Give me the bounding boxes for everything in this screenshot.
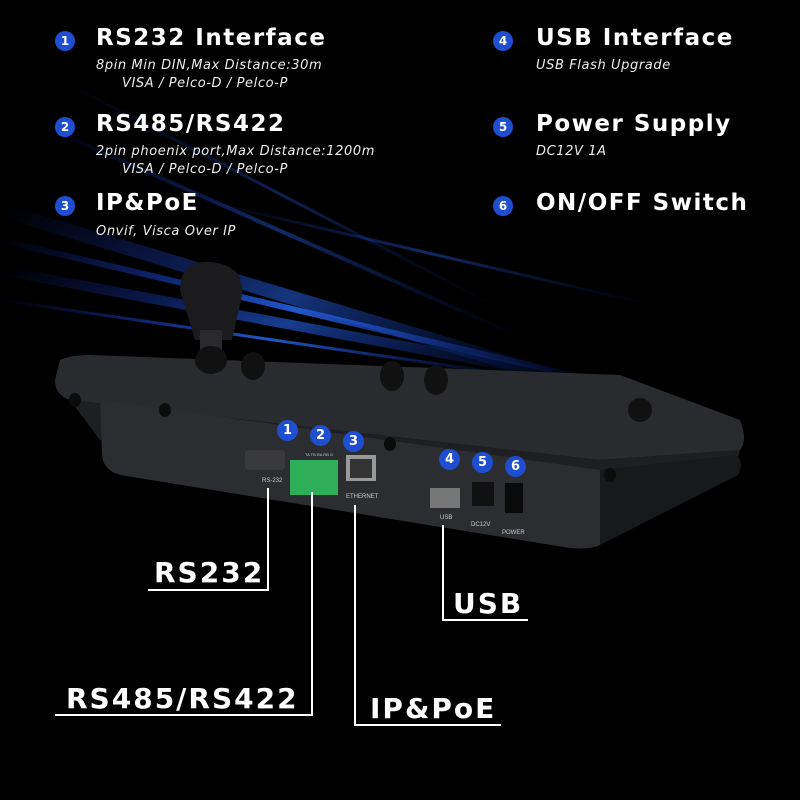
callout-ip-poe: IP&PoE	[370, 692, 497, 725]
feature-desc: USB Flash Upgrade	[536, 58, 671, 73]
leader-line	[442, 619, 528, 621]
feature-title: IP&PoE	[96, 190, 199, 216]
feature-desc: 2pin phoenix port,Max Distance:1200m	[96, 144, 375, 159]
rs232-port	[245, 450, 285, 470]
leader-line	[442, 525, 444, 621]
ethernet-label: ETHERNET	[346, 494, 379, 500]
feature-title: Power Supply	[536, 111, 732, 137]
port-badge-3: 3	[343, 431, 364, 452]
leader-line	[148, 589, 269, 591]
dc-label: DC12V	[471, 522, 491, 528]
ptz-keyboard-controller	[55, 261, 744, 549]
feature-desc: VISA / Pelco-D / Pelco-P	[122, 76, 288, 91]
feature-title: RS232 Interface	[96, 25, 327, 51]
port-badge-2: 2	[310, 425, 331, 446]
dc-jack	[472, 482, 494, 506]
port-badge-6: 6	[505, 456, 526, 477]
power-label: POWER	[502, 530, 525, 536]
callout-rs232: RS232	[154, 556, 265, 589]
usb-label: USB	[440, 515, 453, 521]
leader-line	[354, 505, 356, 726]
leader-line	[55, 714, 313, 716]
feature-desc: VISA / Pelco-D / Pelco-P	[122, 162, 288, 177]
callout-usb: USB	[453, 587, 524, 620]
power-switch	[505, 483, 523, 513]
number-badge: 5	[493, 117, 513, 137]
leader-line	[267, 488, 269, 591]
feature-desc: Onvif, Visca Over IP	[96, 224, 236, 239]
usb-port	[430, 488, 460, 508]
leader-line	[354, 724, 501, 726]
port-badge-5: 5	[472, 452, 493, 473]
number-badge: 1	[55, 31, 75, 51]
feature-title: ON/OFF Switch	[536, 190, 749, 216]
number-badge: 4	[493, 31, 513, 51]
phoenix-terminal	[290, 460, 338, 495]
port-badge-4: 4	[439, 449, 460, 470]
leader-line	[311, 492, 313, 716]
rs232-port-label: RS-232	[262, 478, 283, 484]
number-badge: 6	[493, 196, 513, 216]
number-badge: 2	[55, 117, 75, 137]
port-badge-1: 1	[277, 420, 298, 441]
feature-desc: 8pin Min DIN,Max Distance:30m	[96, 58, 323, 73]
phoenix-label: TA TB RA RB G	[305, 452, 334, 457]
number-badge: 3	[55, 196, 75, 216]
feature-desc: DC12V 1A	[536, 144, 607, 159]
feature-title: USB Interface	[536, 25, 734, 51]
callout-rs485: RS485/RS422	[66, 682, 299, 715]
feature-title: RS485/RS422	[96, 111, 286, 137]
